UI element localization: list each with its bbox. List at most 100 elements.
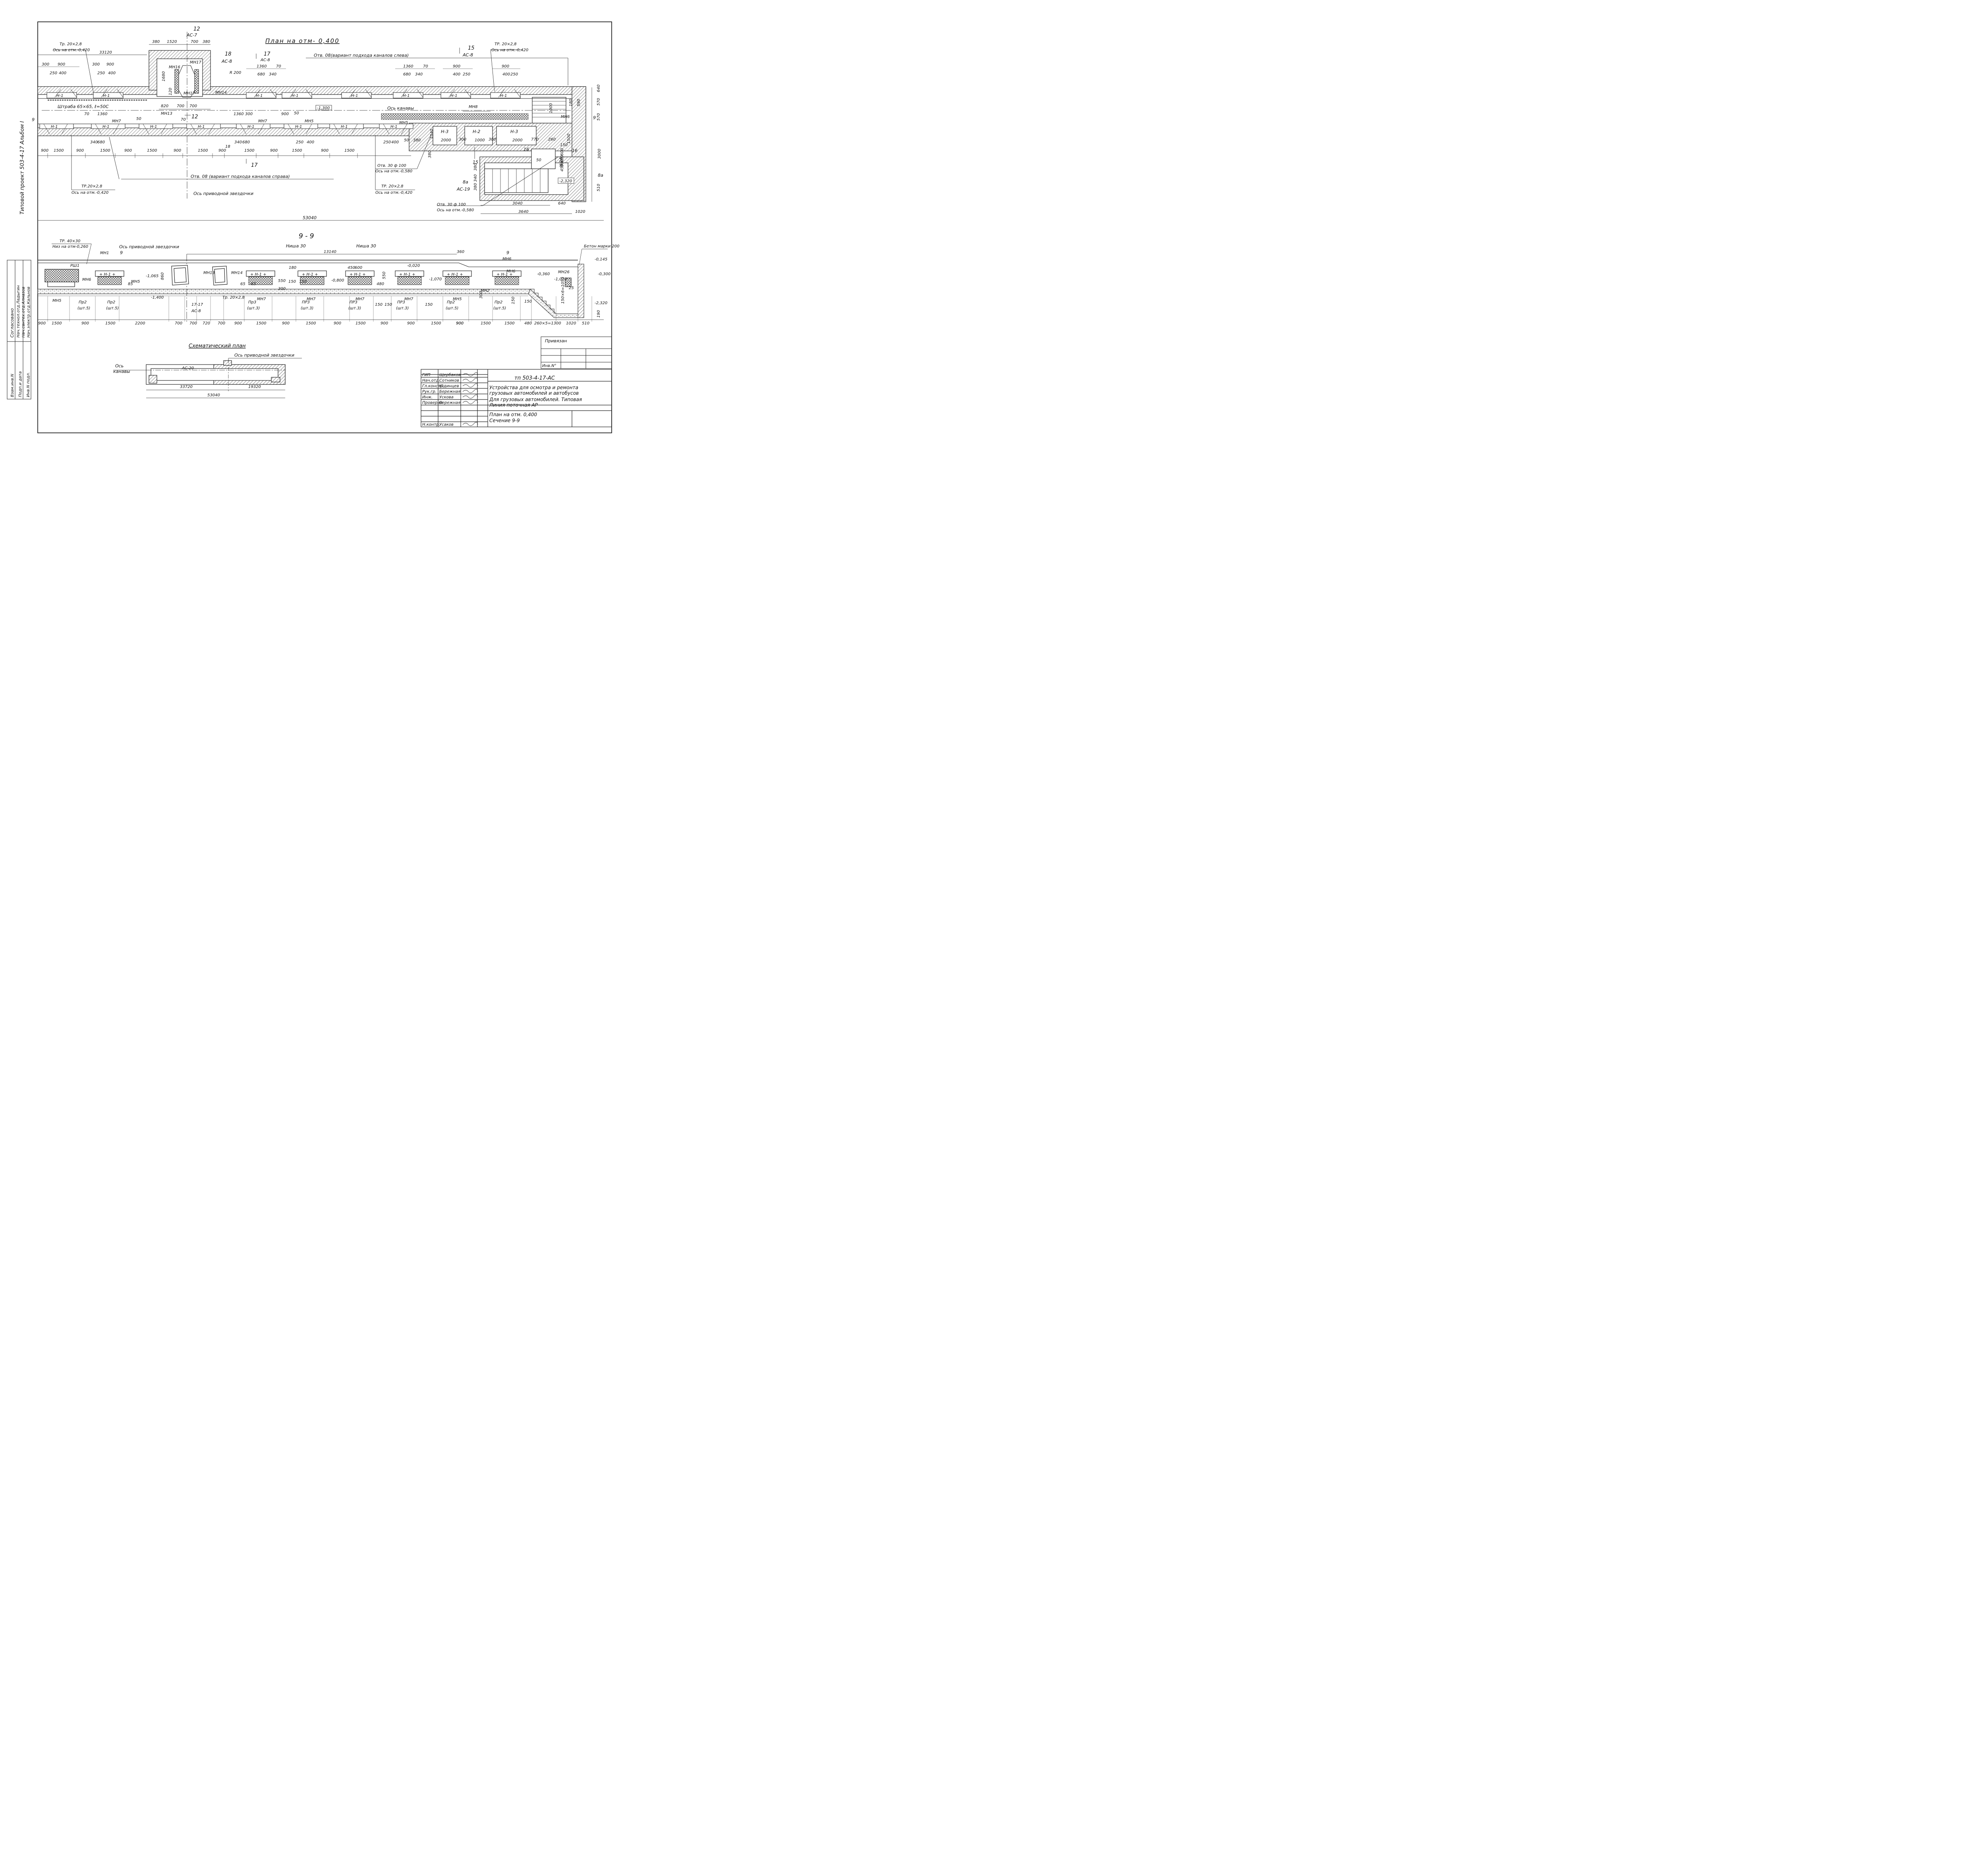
section-dim-13140: 13140 xyxy=(324,250,336,254)
dimension-text: 900 xyxy=(174,149,181,153)
section-pits xyxy=(44,265,572,287)
privyazan-block xyxy=(541,336,612,369)
dimension-text: 480 xyxy=(377,282,384,286)
panel-label: Н-1 xyxy=(150,125,157,129)
dimension-text: 120 xyxy=(168,88,173,95)
embed-label: МН5 xyxy=(131,280,140,284)
section-nisha-1: Ниша 30 xyxy=(286,243,306,249)
tb-signature xyxy=(462,394,478,399)
axis-left-top: Ось на отм.-0,420 xyxy=(53,48,90,52)
dimension-text: 250 xyxy=(296,140,303,145)
panel-label: Н-1 xyxy=(341,125,348,129)
dimension-text: 300 xyxy=(245,112,253,116)
tb-role: Гл.констр. xyxy=(422,384,444,388)
embed-label: МН14 xyxy=(231,271,243,275)
dimension-text: 550 xyxy=(382,272,386,279)
dimension-text: 380 xyxy=(203,40,210,44)
panel-frame xyxy=(490,92,521,98)
tr-left-bottom: ТР.20×2,8 xyxy=(81,184,102,189)
pr-label: ПР3 xyxy=(302,300,310,305)
dimension-text: 150 xyxy=(288,280,296,284)
radius-label: R 200 xyxy=(230,71,241,75)
section-panel xyxy=(95,270,124,277)
embed-label: МН6 xyxy=(506,269,516,274)
scheme-as-ref: АС-20 xyxy=(182,366,194,371)
tb-role: ГИП xyxy=(422,373,431,377)
scheme-title: Схематический план xyxy=(189,343,246,349)
dimension-text: 50 xyxy=(536,158,541,162)
dimension-text: 900 xyxy=(282,321,290,326)
dimension-text: 700 xyxy=(177,104,184,108)
section-panel-label: + Н-1 + xyxy=(496,272,513,277)
dimension-text: 600 xyxy=(355,266,362,270)
dimension-text: 70 xyxy=(276,64,281,69)
tb-desc-1: Устройства для осмотра и ремонта xyxy=(489,385,578,390)
dimension-text: 1500 xyxy=(306,321,316,326)
panel-label: Н-1 xyxy=(247,125,255,129)
dimension-text: 150 xyxy=(425,303,433,307)
dimension-text: 1500 xyxy=(344,149,354,153)
panel-label: Н-1 xyxy=(390,125,398,129)
scheme-dim-lines xyxy=(146,390,285,398)
mark-9-left: 9 xyxy=(32,117,35,122)
panel-frame xyxy=(341,92,372,98)
dimension-text: 1000 xyxy=(475,138,485,143)
otv-left-variant: Отв. 08(вариант подхода каналов слева) xyxy=(314,53,409,58)
pr-count: (шт.5) xyxy=(77,306,90,311)
section-levels: -1,065 -1,400 -0,800 -1,070 -1,070 -0,14… xyxy=(146,257,610,305)
section-panel-label: + Н-1 + xyxy=(99,272,116,277)
otv-30-1: Отв. 30 ф 100 xyxy=(377,164,406,168)
approval-col-3: Инв.N подл. xyxy=(26,372,31,397)
dimension-text: 65 xyxy=(240,282,245,286)
panel-frame xyxy=(139,124,173,129)
tb-code: тп 503-4-17-АС xyxy=(514,375,555,381)
dimension-text: 340 xyxy=(473,174,478,182)
dimension-text: 33120 xyxy=(99,50,112,55)
tb-sheet-1: План на отм. 0,400 xyxy=(489,412,537,417)
dimension-text: 180 xyxy=(569,99,573,106)
tb-name: Бережная xyxy=(439,390,460,394)
approval-col-2: Подп.и дата xyxy=(18,371,23,397)
dimension-text: 300 xyxy=(42,62,49,67)
panel-frame xyxy=(282,92,312,98)
mark-8a-left: 8а xyxy=(463,179,468,185)
tb-role: Инж. xyxy=(422,395,433,400)
level: -0,020 xyxy=(407,264,420,268)
section-panel-label: + Н-1 + xyxy=(250,272,267,277)
dimension-text: 550 xyxy=(278,279,286,283)
dimension-text: 450 xyxy=(560,155,564,163)
scheme-axis-canal-2: канавы xyxy=(113,369,130,374)
panel-frame xyxy=(329,124,364,129)
section-panel-base xyxy=(495,276,519,285)
panel-frame xyxy=(236,124,270,129)
embed-label: МН6 xyxy=(502,257,512,261)
tb-sheet-2: Сечение 9-9 xyxy=(489,418,520,423)
dimension-text: 70 xyxy=(84,112,89,116)
section-panel xyxy=(492,270,522,277)
privyazan-label: Привязан xyxy=(545,338,567,344)
dimension-text: 900 xyxy=(456,321,464,326)
approval-row-1: Нач.технол.отд.Ладыгин xyxy=(16,285,21,338)
pr-count: (шт.5) xyxy=(106,306,119,311)
axis-right-top: Ось на отм.-0,420 xyxy=(491,48,528,52)
tb-signature xyxy=(462,378,478,382)
mark-8a-as: АС-19 xyxy=(456,187,470,192)
tb-name: Щербаков xyxy=(439,372,461,377)
dimension-text: 300 xyxy=(459,137,466,142)
approval-col-1: Взам.инв.N xyxy=(10,374,15,397)
approval-row-2: Нач.сантех.отд.Алмазов xyxy=(21,287,26,338)
panel-frame xyxy=(46,92,77,98)
dimension-text: 1500 xyxy=(52,321,62,326)
tb-desc-2: грузовых автомобилей и автобусов xyxy=(489,390,579,396)
dimension-text: 250 xyxy=(463,72,470,77)
plan-walls xyxy=(37,50,586,202)
dimension-text: 340 xyxy=(234,140,242,145)
section-embed-labels: МН6 МН5 МН5 МН13 МН14 МН7 МН7 МН7 МН7 МН… xyxy=(52,257,570,303)
panel-sprocket-line xyxy=(401,89,408,98)
dimension-text: 770 xyxy=(531,137,539,142)
level: -1,070 xyxy=(554,277,567,282)
dimension-text: 180 xyxy=(289,266,296,270)
level: -1,400 xyxy=(151,295,164,300)
